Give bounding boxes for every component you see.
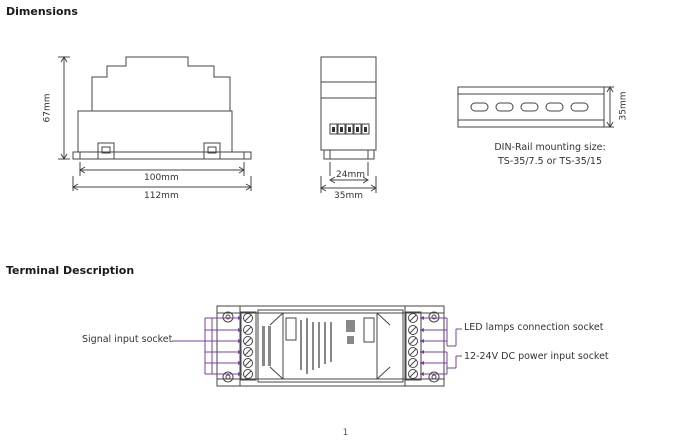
page-number: 1 (342, 428, 349, 438)
front-view-drawing (72, 56, 252, 160)
side-inner-width-label: 24mm (336, 170, 365, 180)
side-view-drawing (320, 56, 377, 160)
led-connection-label: LED lamps connection socket (464, 322, 604, 333)
power-input-label: 12-24V DC power input socket (464, 351, 609, 362)
controller-label-print (262, 318, 355, 374)
din-rail-note: DIN-Rail mounting size: TS-35/7.5 or TS-… (470, 141, 630, 169)
controller-drawing (216, 305, 445, 387)
width-dimensions (72, 162, 252, 191)
dimensions-heading: Dimensions (6, 5, 78, 18)
din-note-line-1: DIN-Rail mounting size: (494, 142, 606, 153)
signal-input-leads (172, 317, 242, 375)
side-dimensions (320, 162, 377, 193)
outer-width-label: 112mm (144, 191, 179, 201)
din-rail-drawing (457, 86, 614, 128)
output-power-leads (420, 317, 462, 375)
output-lead-arrows (420, 316, 424, 376)
rail-height-label: 35mm (618, 91, 629, 121)
inner-width-label: 100mm (144, 173, 179, 183)
signal-lead-arrows (238, 316, 242, 376)
right-screw-terminals (408, 313, 418, 379)
signal-input-label: Signal input socket (82, 334, 173, 345)
left-screw-terminals (243, 313, 253, 379)
height-dimension (58, 56, 70, 160)
height-dimension-label: 67mm (42, 93, 53, 123)
side-outer-width-label: 35mm (334, 191, 363, 201)
terminal-description-heading: Terminal Description (6, 264, 135, 277)
din-note-line-2: TS-35/7.5 or TS-35/15 (497, 156, 603, 167)
